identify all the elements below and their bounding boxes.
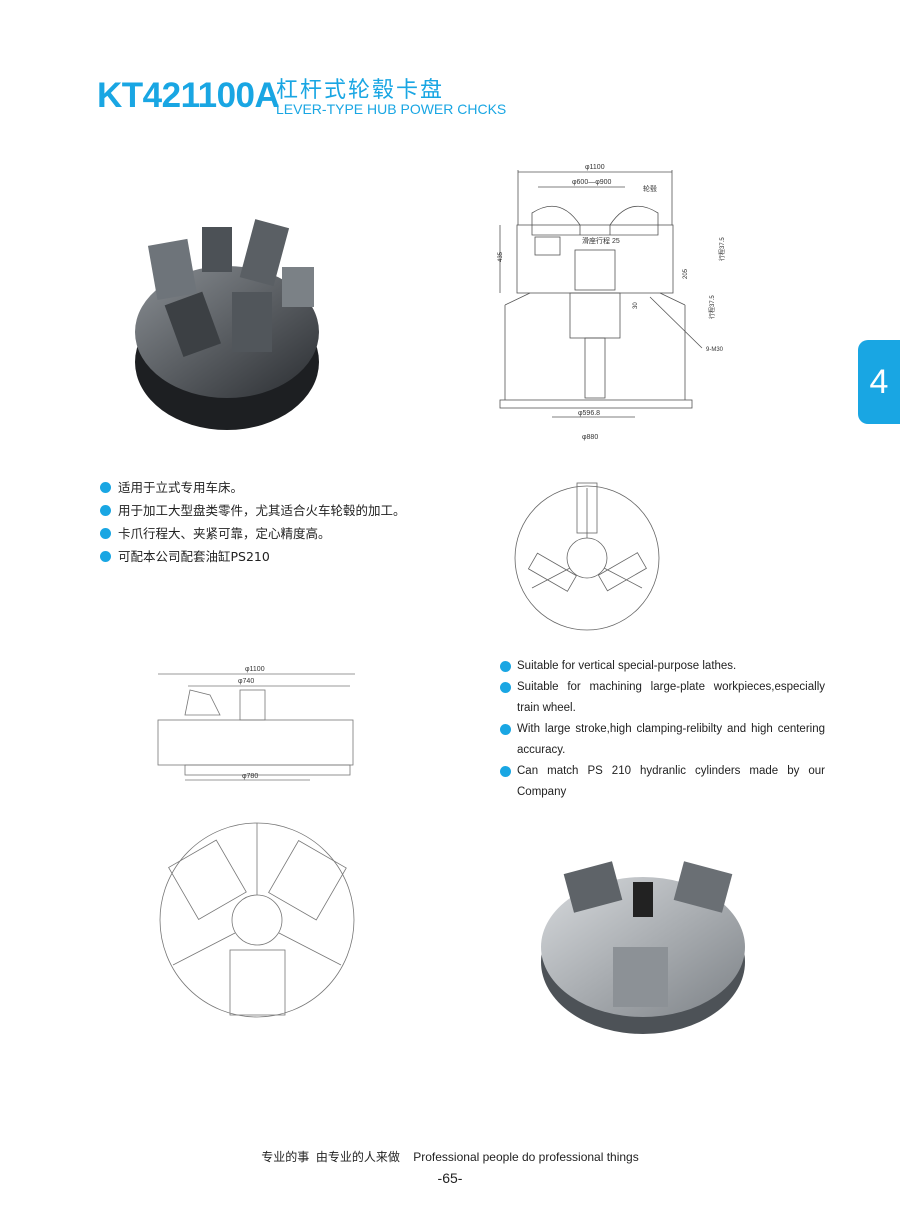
svg-text:行程37.5: 行程37.5 <box>708 295 716 319</box>
feature-text: 卡爪行程大、夹紧可靠，定心精度高。 <box>118 526 331 541</box>
side-drawing: φ1100 φ740 φ780 <box>157 666 355 781</box>
svg-text:φ600—φ900: φ600—φ900 <box>572 179 612 186</box>
plan-view-drawing <box>159 822 355 1018</box>
bullet-icon <box>500 766 511 777</box>
front-view-drawing <box>514 482 660 631</box>
product-title-cn: 杠杆式轮毂卡盘 <box>276 78 445 103</box>
feature-en-item: With large stroke,high clamping-relibilt… <box>500 719 825 761</box>
feature-cn-item: 适用于立式专用车床。 <box>100 476 406 499</box>
bullet-icon <box>500 661 511 672</box>
product-title-en: LEVER-TYPE HUB POWER CHCKS <box>276 101 507 117</box>
product-photo-bottom <box>541 861 745 1034</box>
bullet-icon <box>500 682 511 693</box>
feature-en-item: Suitable for vertical special-purpose la… <box>500 656 825 677</box>
feature-text: Can match PS 210 hydranlic cylinders mad… <box>517 765 825 798</box>
feature-text: Suitable for machining large-plate workp… <box>517 681 825 714</box>
svg-text:φ780: φ780 <box>242 773 258 780</box>
svg-text:φ880: φ880 <box>582 434 598 441</box>
feature-text: 用于加工大型盘类零件，尤其适合火车轮毂的加工。 <box>118 503 406 518</box>
svg-text:30: 30 <box>633 302 639 309</box>
bullet-icon <box>100 505 111 516</box>
svg-text:9-M30: 9-M30 <box>706 347 724 353</box>
bullet-icon <box>100 482 111 493</box>
svg-text:435: 435 <box>498 251 504 262</box>
bullet-icon <box>100 528 111 539</box>
svg-text:行程37.5: 行程37.5 <box>718 237 726 261</box>
feature-text: With large stroke,high clamping-relibilt… <box>517 723 825 756</box>
svg-text:φ740: φ740 <box>238 678 254 685</box>
features-en-list: Suitable for vertical special-purpose la… <box>500 656 825 803</box>
svg-text:φ1100: φ1100 <box>245 666 265 673</box>
bullet-icon <box>100 551 111 562</box>
feature-cn-item: 可配本公司配套油缸PS210 <box>100 545 406 568</box>
svg-text:205: 205 <box>683 268 689 279</box>
section-tab: 4 <box>858 340 900 424</box>
page-number: -65- <box>437 1170 463 1186</box>
feature-text: 适用于立式专用车床。 <box>118 480 244 495</box>
feature-text: 可配本公司配套油缸PS210 <box>118 549 270 564</box>
svg-text:φ596.8: φ596.8 <box>578 410 600 417</box>
product-photo-top <box>135 219 319 430</box>
svg-text:轮毂: 轮毂 <box>643 184 657 193</box>
svg-text:滑座行程 25: 滑座行程 25 <box>582 236 620 245</box>
feature-cn-item: 卡爪行程大、夹紧可靠，定心精度高。 <box>100 522 406 545</box>
features-cn-list: 适用于立式专用车床。 用于加工大型盘类零件，尤其适合火车轮毂的加工。 卡爪行程大… <box>100 476 406 568</box>
feature-text: Suitable for vertical special-purpose la… <box>517 660 737 672</box>
bullet-icon <box>500 724 511 735</box>
feature-en-item: Suitable for machining large-plate workp… <box>500 677 825 719</box>
footer-slogan: 专业的事 由专业的人来做 Professional people do prof… <box>261 1150 639 1164</box>
feature-en-item: Can match PS 210 hydranlic cylinders mad… <box>500 761 825 803</box>
feature-cn-item: 用于加工大型盘类零件，尤其适合火车轮毂的加工。 <box>100 499 406 522</box>
section-drawing: φ1100 φ600—φ900 轮毂 滑座行程 25 435 205 30 行程… <box>498 164 726 441</box>
product-model: KT421100A <box>97 76 280 115</box>
svg-text:φ1100: φ1100 <box>585 164 605 171</box>
